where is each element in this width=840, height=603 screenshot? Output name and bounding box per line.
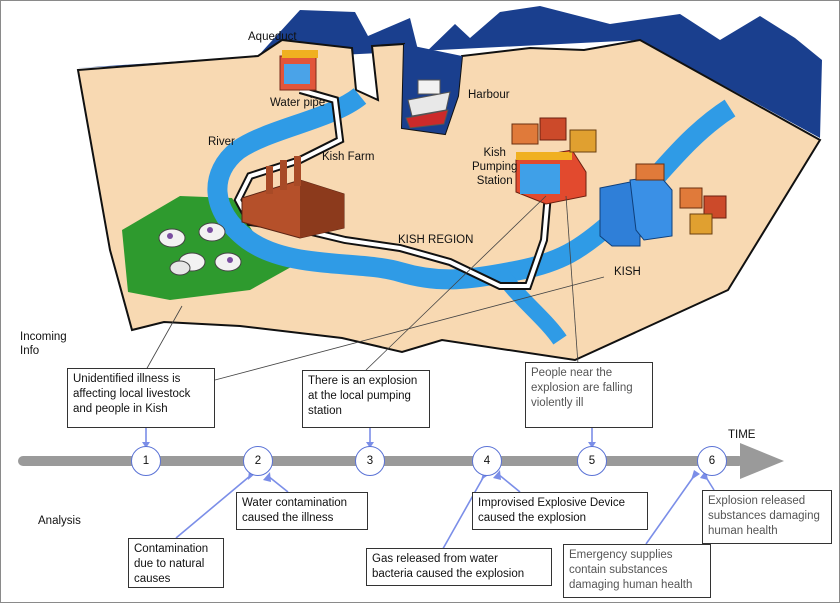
livestock <box>158 222 242 276</box>
incoming-box-2: There is an explosion at the local pumpi… <box>302 370 430 428</box>
analysis-box-water-contamination: Water contamination caused the illness <box>236 492 368 530</box>
timeline-node-3: 3 <box>355 446 385 476</box>
town-buildings <box>511 117 727 235</box>
incoming-connectors <box>145 428 593 444</box>
analysis-box-natural-causes: Contamination due to natural causes <box>128 538 224 588</box>
aqueduct-building <box>279 50 318 91</box>
incoming-box-3: People near the explosion are falling vi… <box>525 362 653 428</box>
timeline-arrowhead <box>740 443 784 479</box>
kish-pumping-station-label: Kish Pumping Station <box>472 147 518 187</box>
incoming-box-1: Unidentified illness is affecting local … <box>67 368 215 428</box>
river-label: River <box>208 136 235 148</box>
timeline-node-5: 5 <box>577 446 607 476</box>
sea-area <box>78 6 822 138</box>
analysis-label: Analysis <box>38 515 81 527</box>
incoming-info-label: Incoming Info <box>20 331 67 357</box>
aqueduct-label: Aqueduct <box>248 31 297 43</box>
river-branch <box>493 267 567 345</box>
kish-label: KISH <box>614 266 641 278</box>
kish-farm-factory <box>241 156 345 239</box>
analysis-box-explosion-released: Explosion released substances damaging h… <box>702 490 832 544</box>
kish-city-towers <box>599 163 673 247</box>
kish-farm-label: Kish Farm <box>322 151 375 163</box>
pumping-station-building <box>515 149 587 205</box>
analysis-box-ied: Improvised Explosive Device caused the e… <box>472 492 648 530</box>
timeline-node-4: 4 <box>472 446 502 476</box>
kish-region-label: KISH REGION <box>398 234 474 246</box>
timeline-node-6: 6 <box>697 446 727 476</box>
map-leader-lines <box>145 195 605 381</box>
water-pipe-label: Water pipe <box>270 97 326 109</box>
harbour-label: Harbour <box>468 89 510 101</box>
harbour-ships <box>405 79 451 129</box>
analysis-box-gas-released: Gas released from water bacteria caused … <box>366 548 552 586</box>
timeline-node-1: 1 <box>131 446 161 476</box>
farm-field <box>122 196 300 300</box>
incoming-arrowheads <box>142 442 596 448</box>
analysis-box-emergency-supplies: Emergency supplies contain substances da… <box>563 544 711 598</box>
timeline-node-2: 2 <box>243 446 273 476</box>
time-label: TIME <box>728 429 756 441</box>
